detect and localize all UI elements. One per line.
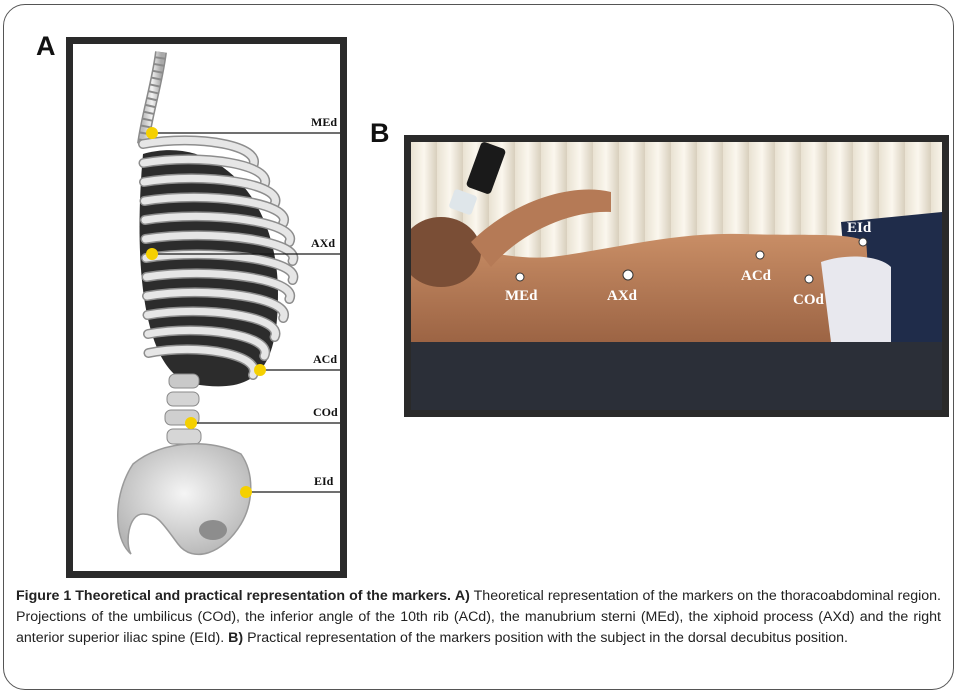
photo-marker-med xyxy=(516,273,524,281)
label-med: MEd xyxy=(311,115,337,129)
caption-part-b-label: B) xyxy=(228,630,243,646)
bed xyxy=(411,342,942,410)
photo-label-med: MEd xyxy=(505,288,538,304)
marker-med xyxy=(146,127,158,139)
photo-label-cod: COd xyxy=(793,292,825,308)
caption-part-a-label: A) xyxy=(455,588,470,604)
label-acd: ACd xyxy=(313,352,337,366)
marker-eid xyxy=(240,486,252,498)
subject-photo: MEd AXd ACd COd EId xyxy=(411,142,942,410)
panel-b-letter: B xyxy=(370,118,390,149)
pelvis-foramen xyxy=(199,520,227,540)
photo-marker-acd xyxy=(756,251,764,259)
caption-figure-label: Figure 1 xyxy=(16,588,71,604)
skeleton-drawing: MEd AXd ACd COd EId xyxy=(73,44,340,571)
photo-label-eid: EId xyxy=(847,220,872,236)
pelvis xyxy=(118,444,251,555)
figure-caption: Figure 1 Theoretical and practical repre… xyxy=(16,586,941,649)
label-cod: COd xyxy=(313,405,338,419)
marker-cod xyxy=(185,417,197,429)
photo-label-acd: ACd xyxy=(741,268,772,284)
marker-acd xyxy=(254,364,266,376)
photo-marker-cod xyxy=(805,275,813,283)
photo-marker-axd xyxy=(623,270,633,280)
photo-marker-eid xyxy=(859,238,867,246)
label-axd: AXd xyxy=(311,236,335,250)
label-eid: EId xyxy=(314,474,334,488)
towel xyxy=(821,257,891,342)
marker-axd xyxy=(146,248,158,260)
caption-part-b-text: Practical representation of the markers … xyxy=(247,630,848,646)
lumbar-spine xyxy=(165,374,201,444)
photo-label-axd: AXd xyxy=(607,288,638,304)
panel-a-letter: A xyxy=(36,31,56,62)
panel-b-photograph: MEd AXd ACd COd EId xyxy=(404,135,949,417)
caption-title: Theoretical and practical representation… xyxy=(75,588,451,604)
panel-a-skeleton-illustration: MEd AXd ACd COd EId xyxy=(66,37,347,578)
